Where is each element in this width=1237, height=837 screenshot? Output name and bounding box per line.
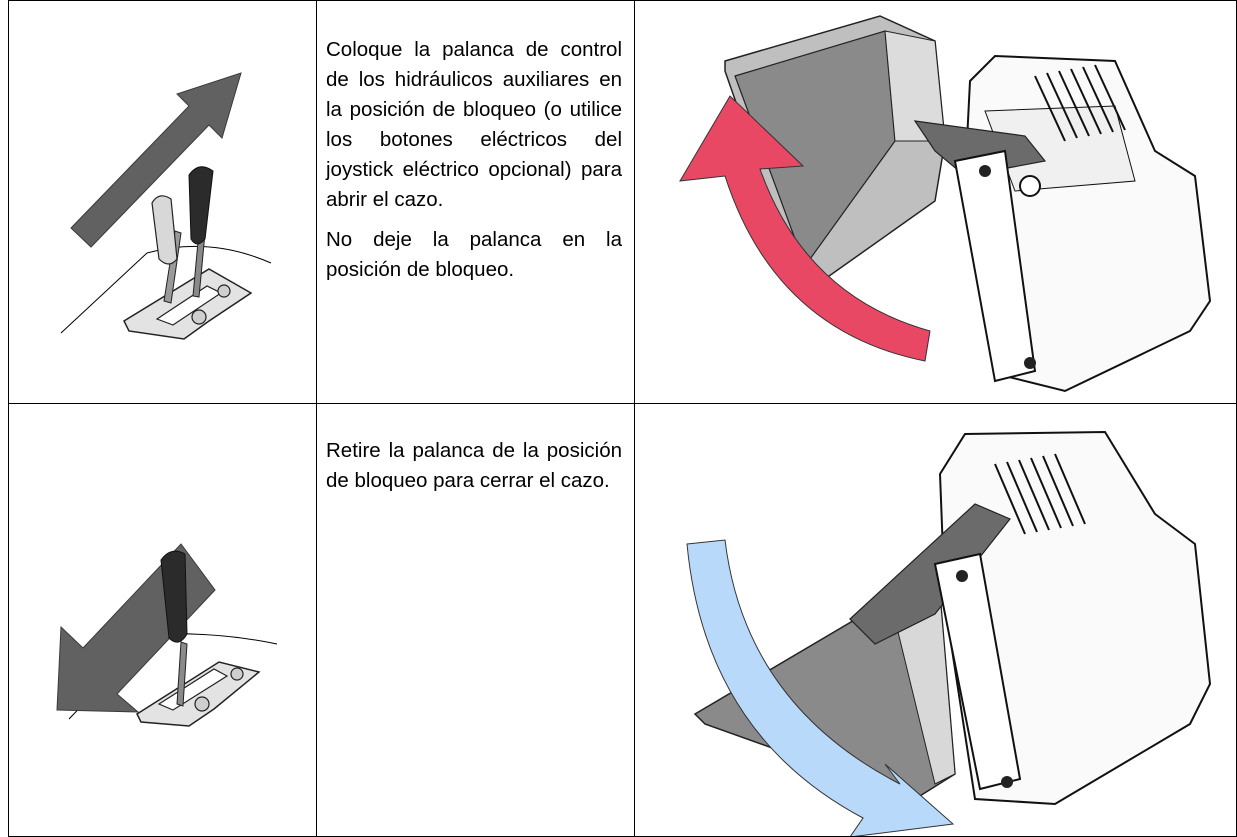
table-divider-2 bbox=[634, 0, 635, 837]
row1-bucket-cell bbox=[635, 1, 1236, 403]
lever-lock-icon bbox=[60, 72, 272, 340]
row1-paragraph-1: Coloque la palanca de control de los hid… bbox=[326, 38, 622, 211]
rotation-arrow-icon bbox=[686, 539, 955, 836]
row1-text-cell: Coloque la palanca de control de los hid… bbox=[317, 1, 634, 403]
arrow-up-right-icon bbox=[70, 72, 242, 248]
table-divider-1 bbox=[316, 0, 317, 837]
instruction-table: Coloque la palanca de control de los hid… bbox=[8, 0, 1237, 837]
row2-text-cell: Retire la palanca de la posición de bloq… bbox=[317, 404, 634, 836]
bucket-close-icon bbox=[686, 430, 1212, 836]
row2-instructions: Retire la palanca de la posición de bloq… bbox=[326, 436, 622, 496]
lever-release-icon bbox=[56, 543, 278, 727]
table-border-top bbox=[8, 0, 1237, 1]
row2-bucket-cell bbox=[635, 404, 1236, 836]
bucket-open-icon bbox=[679, 15, 1212, 393]
row2-paragraph-1: Retire la palanca de la posición de bloq… bbox=[326, 439, 622, 492]
row1-lever-cell bbox=[9, 1, 316, 403]
rotation-arrow-icon bbox=[679, 95, 931, 362]
table-row-divider bbox=[8, 403, 1237, 404]
table-border-left bbox=[8, 0, 9, 837]
row1-instructions: Coloque la palanca de control de los hid… bbox=[326, 35, 622, 285]
row1-paragraph-2: No deje la palanca en la posición de blo… bbox=[326, 228, 622, 281]
row2-lever-cell bbox=[9, 404, 316, 836]
